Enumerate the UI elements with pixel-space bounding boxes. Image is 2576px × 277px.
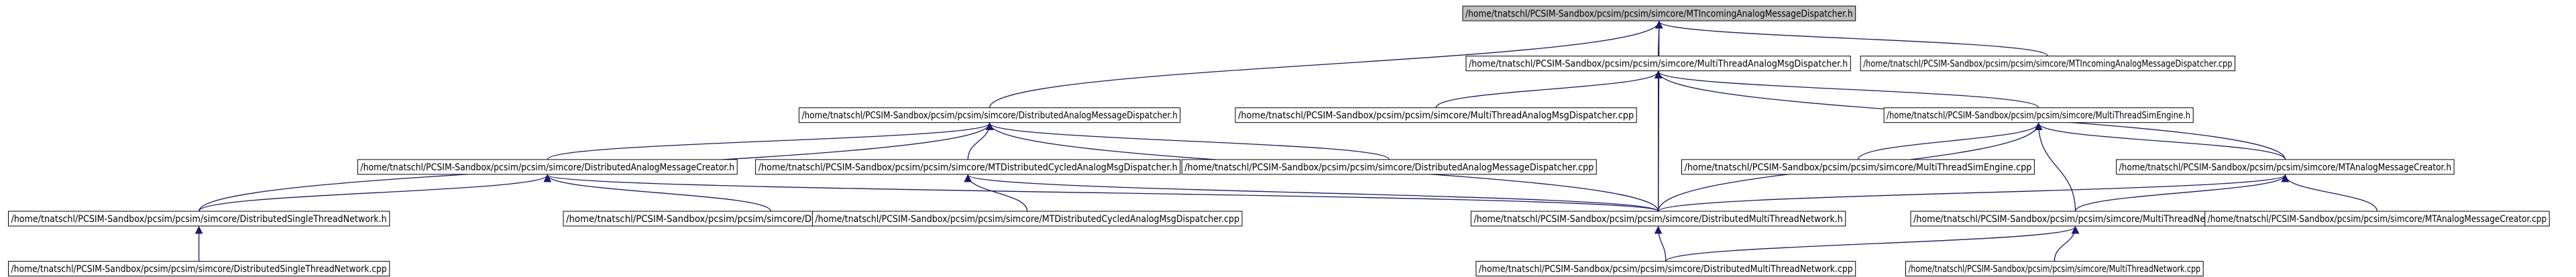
include-edge-n3-to-n0 — [989, 20, 1663, 108]
node-box — [1883, 107, 2194, 123]
node-box — [8, 211, 390, 227]
node-label: /home/tnatschl/PCSIM-Sandbox/pcsim/pcsim… — [2208, 214, 2547, 225]
graph-node-n1[interactable]: /home/tnatschl/PCSIM-Sandbox/pcsim/pcsim… — [1465, 56, 1851, 72]
graph-node-n7[interactable]: /home/tnatschl/PCSIM-Sandbox/pcsim/pcsim… — [755, 159, 1181, 175]
node-box — [1235, 107, 1637, 123]
node-label: /home/tnatschl/PCSIM-Sandbox/pcsim/pcsim… — [1184, 162, 1593, 173]
include-edge-n15-to-n5 — [2034, 122, 2076, 212]
include-edge-n14-to-n6 — [544, 174, 1659, 212]
node-label: /home/tnatschl/PCSIM-Sandbox/pcsim/pcsim… — [360, 162, 734, 173]
node-label: /home/tnatschl/PCSIM-Sandbox/pcsim/pcsim… — [801, 111, 1177, 121]
node-box — [2204, 211, 2550, 227]
include-edge-n2-to-n0 — [1655, 20, 2049, 57]
graph-node-n17[interactable]: /home/tnatschl/PCSIM-Sandbox/pcsim/pcsim… — [8, 261, 390, 277]
node-box — [357, 159, 738, 175]
graph-node-n11[interactable]: /home/tnatschl/PCSIM-Sandbox/pcsim/pcsim… — [8, 211, 390, 227]
node-label: /home/tnatschl/PCSIM-Sandbox/pcsim/pcsim… — [1473, 214, 1842, 225]
node-label: /home/tnatschl/PCSIM-Sandbox/pcsim/pcsim… — [759, 162, 1178, 173]
node-box — [798, 107, 1181, 123]
node-label: /home/tnatschl/PCSIM-Sandbox/pcsim/pcsim… — [1913, 214, 2237, 225]
graph-node-n5[interactable]: /home/tnatschl/PCSIM-Sandbox/pcsim/pcsim… — [1883, 107, 2194, 123]
include-edge-n18-to-n14 — [1654, 225, 1667, 262]
node-box — [1470, 211, 1846, 227]
node-label: /home/tnatschl/PCSIM-Sandbox/pcsim/pcsim… — [1479, 264, 1853, 275]
graph-node-n15[interactable]: /home/tnatschl/PCSIM-Sandbox/pcsim/pcsim… — [1910, 211, 2241, 227]
graph-node-n9[interactable]: /home/tnatschl/PCSIM-Sandbox/pcsim/pcsim… — [1681, 159, 2035, 175]
node-label: /home/tnatschl/PCSIM-Sandbox/pcsim/pcsim… — [1685, 162, 2032, 173]
node-label: /home/tnatschl/PCSIM-Sandbox/pcsim/pcsim… — [1465, 9, 1853, 19]
node-box — [8, 261, 390, 277]
node-box — [755, 159, 1181, 175]
graph-node-n13[interactable]: /home/tnatschl/PCSIM-Sandbox/pcsim/pcsim… — [811, 211, 1243, 227]
node-box — [1681, 159, 2035, 175]
node-label: /home/tnatschl/PCSIM-Sandbox/pcsim/pcsim… — [1238, 111, 1634, 121]
graph-node-n4[interactable]: /home/tnatschl/PCSIM-Sandbox/pcsim/pcsim… — [1235, 107, 1637, 123]
include-edge-n5-to-n1 — [1654, 70, 2039, 109]
graph-node-n18[interactable]: /home/tnatschl/PCSIM-Sandbox/pcsim/pcsim… — [1475, 261, 1856, 277]
node-label: /home/tnatschl/PCSIM-Sandbox/pcsim/pcsim… — [1908, 264, 2200, 275]
include-edge-n14-to-n7 — [964, 174, 1659, 212]
include-edge-n13-to-n7 — [964, 174, 1028, 212]
include-edge-n15-to-n10 — [2074, 174, 2290, 212]
include-edge-n10-to-n5 — [2034, 122, 2286, 160]
node-box — [1475, 261, 1856, 277]
node-box — [1860, 56, 2235, 72]
node-box — [1181, 159, 1597, 175]
nodes-layer: /home/tnatschl/PCSIM-Sandbox/pcsim/pcsim… — [8, 5, 2550, 277]
include-edge-n11-to-n6 — [198, 174, 551, 212]
graph-node-n6[interactable]: /home/tnatschl/PCSIM-Sandbox/pcsim/pcsim… — [357, 159, 738, 175]
node-label: /home/tnatschl/PCSIM-Sandbox/pcsim/pcsim… — [1863, 59, 2232, 70]
include-edge-n6-to-n3 — [547, 122, 994, 160]
include-edge-n19-to-n15 — [2054, 225, 2080, 262]
graph-node-n3[interactable]: /home/tnatschl/PCSIM-Sandbox/pcsim/pcsim… — [798, 107, 1181, 123]
include-edge-n4-to-n1 — [1435, 70, 1663, 108]
graph-node-n14[interactable]: /home/tnatschl/PCSIM-Sandbox/pcsim/pcsim… — [1470, 211, 1846, 227]
node-label: /home/tnatschl/PCSIM-Sandbox/pcsim/pcsim… — [11, 264, 386, 275]
node-label: /home/tnatschl/PCSIM-Sandbox/pcsim/pcsim… — [2119, 162, 2452, 173]
include-edge-n8-to-n3 — [985, 122, 1390, 160]
include-edge-n12-to-n6 — [543, 174, 771, 212]
node-label: /home/tnatschl/PCSIM-Sandbox/pcsim/pcsim… — [815, 214, 1239, 225]
root-node-box — [1462, 5, 1856, 21]
graph-node-n10[interactable]: /home/tnatschl/PCSIM-Sandbox/pcsim/pcsim… — [2116, 159, 2455, 175]
graph-node-n2[interactable]: /home/tnatschl/PCSIM-Sandbox/pcsim/pcsim… — [1860, 56, 2235, 72]
node-box — [1465, 56, 1851, 72]
graph-node-n8[interactable]: /home/tnatschl/PCSIM-Sandbox/pcsim/pcsim… — [1181, 159, 1597, 175]
node-label: /home/tnatschl/PCSIM-Sandbox/pcsim/pcsim… — [1887, 111, 2190, 121]
node-box — [811, 211, 1243, 227]
node-box — [2116, 159, 2455, 175]
graph-node-n0[interactable]: /home/tnatschl/PCSIM-Sandbox/pcsim/pcsim… — [1462, 5, 1856, 21]
include-edge-n18-to-n15 — [1665, 225, 2080, 262]
graph-node-n16[interactable]: /home/tnatschl/PCSIM-Sandbox/pcsim/pcsim… — [2204, 211, 2550, 227]
include-edge-n14-to-n10 — [1657, 174, 2289, 212]
node-box — [1905, 261, 2204, 277]
graph-node-n19[interactable]: /home/tnatschl/PCSIM-Sandbox/pcsim/pcsim… — [1905, 261, 2204, 277]
node-label: /home/tnatschl/PCSIM-Sandbox/pcsim/pcsim… — [11, 214, 386, 225]
include-edge-n9-to-n5 — [1857, 122, 2043, 160]
include-edge-n16-to-n10 — [2281, 174, 2378, 212]
node-label: /home/tnatschl/PCSIM-Sandbox/pcsim/pcsim… — [1469, 59, 1848, 70]
